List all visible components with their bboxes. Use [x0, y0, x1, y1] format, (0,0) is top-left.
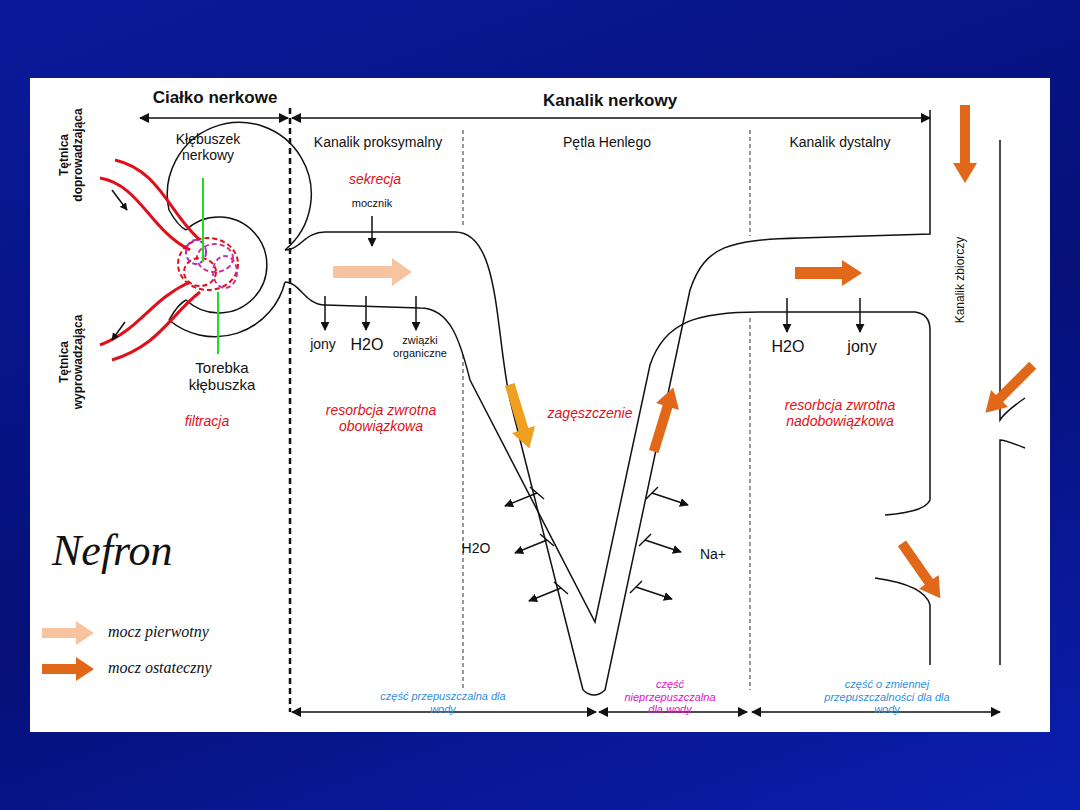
label-text: jony: [847, 338, 876, 356]
legend-text: mocz ostateczny: [108, 659, 212, 677]
label-text: część przepuszczalna dla wody: [368, 690, 518, 715]
label-text: sekrecja: [349, 171, 401, 187]
label-text: H2O: [772, 338, 805, 356]
label-text: Kanalik proksymalny: [314, 134, 442, 150]
label-text: Pętla Henlego: [563, 134, 651, 150]
label-text: część nieprzepuszczalna dla wody: [622, 678, 718, 716]
label-text: Kanalik nerkowy: [543, 91, 677, 111]
label-text: H2O: [351, 336, 384, 354]
diagram-title: Nefron: [52, 526, 173, 577]
label-text: Torebka kłębuszka: [172, 359, 272, 394]
label-text: zagęszczenie: [548, 405, 633, 421]
label-text: Tętnica wyprowadzająca: [58, 306, 86, 418]
label-text: Tętnica doprowadzająca: [58, 99, 86, 211]
label-text: Ciałko nerkowe: [153, 88, 278, 108]
legend-swatch: [42, 621, 94, 645]
label-text: Kłębuszek nerkowy: [158, 131, 258, 163]
label-text: jony: [310, 336, 336, 352]
label-text: filtracja: [185, 413, 229, 429]
label-text: resorbcja zwrotna nadobowiązkowa: [755, 397, 925, 429]
label-text: część o zmiennej przepuszczalności dla d…: [812, 678, 962, 716]
label-text: resorbcja zwrotna obowiązkowa: [301, 402, 461, 434]
legend-arrow: [40, 620, 96, 646]
legend-arrow: [40, 656, 96, 682]
label-text: Kanalik dystalny: [789, 134, 890, 150]
label-text: Kanalik zbiorczy: [954, 237, 968, 324]
legend-swatch: [42, 657, 94, 681]
label-text: mocznik: [352, 197, 392, 210]
legend-text: mocz pierwotny: [108, 623, 209, 641]
label-text: związki organiczne: [384, 334, 456, 359]
label-text: Na+: [700, 546, 726, 562]
label-text: H2O: [462, 540, 491, 556]
